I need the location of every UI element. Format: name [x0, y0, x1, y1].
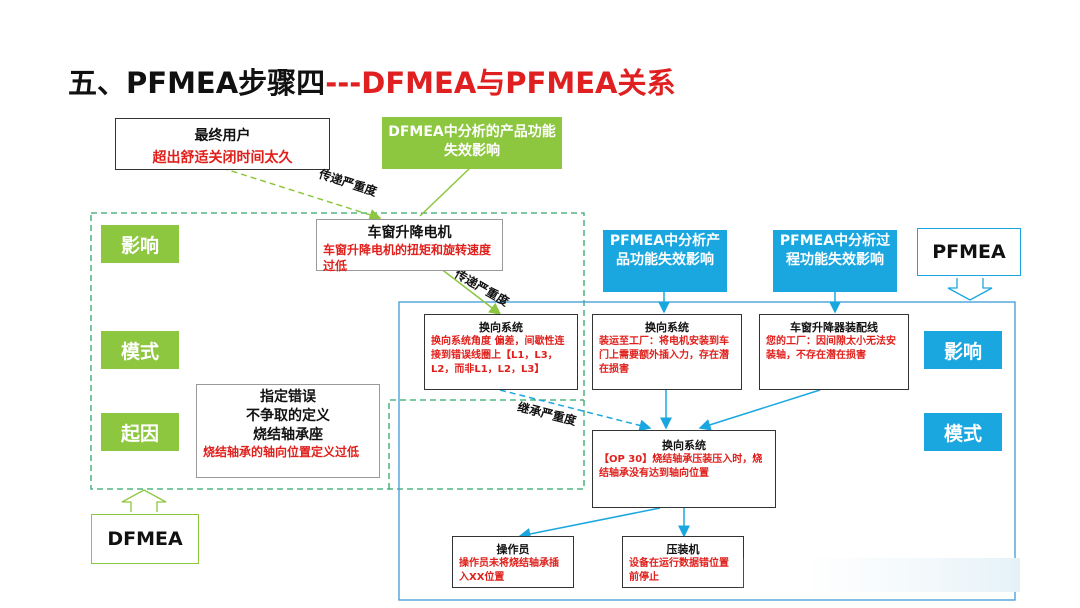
- steering-3-heading: 换向系统: [662, 439, 706, 452]
- pfmea-frame: [398, 301, 1016, 601]
- steering-2-text: 装运至工厂：将电机安装到车门上需要额外插入力，存在潜在损害: [599, 336, 729, 375]
- severity-line-2: [439, 267, 502, 315]
- assembly-line-text: 您的工厂：因间隙太小无法安装轴，不存在潜在损害: [766, 336, 896, 361]
- motor-text: 车窗升降电机的扭矩和旋转速度过低: [323, 243, 492, 273]
- end-user-box: 最终用户 超出舒适关闭时间太久: [115, 118, 330, 170]
- operator-heading: 操作员: [496, 543, 530, 556]
- design-error-box: 指定错误 不争取的定义 烧结轴承座 烧结轴承的轴向位置定义过低: [196, 384, 380, 478]
- pfmea-process-box: PFMEA中分析过程功能失效影响: [773, 230, 897, 292]
- right-mode-label: 模式: [924, 413, 1002, 451]
- assembly-to-steering3: [698, 389, 821, 431]
- steering1-to-steering3: [499, 389, 652, 432]
- left-mode-label: 模式: [101, 331, 179, 369]
- left-effect-label: 影响: [101, 225, 179, 263]
- end-user-heading: 最终用户: [194, 128, 251, 144]
- design-error-line-1: 指定错误: [260, 389, 316, 405]
- design-error-text: 烧结轴承的轴向位置定义过低: [203, 445, 360, 459]
- page-title: 五、PFMEA步骤四---DFMEA与PFMEA关系: [68, 60, 675, 102]
- assembly-line-box: 车窗升降器装配线 您的工厂：因间隙太小无法安装轴，不存在潜在损害: [759, 314, 909, 390]
- end-user-text: 超出舒适关闭时间太久: [152, 150, 293, 166]
- design-error-line-3: 烧结轴承座: [253, 427, 323, 443]
- pfmea-tag: PFMEA: [917, 228, 1021, 276]
- title-main: 五、PFMEA步骤四: [68, 66, 326, 100]
- steering-box-3: 换向系统 【OP 30】烧结轴承压装压入时，烧结轴承没有达到轴向位置: [592, 430, 776, 508]
- right-effect-label: 影响: [924, 331, 1002, 369]
- design-error-line-2: 不争取的定义: [246, 408, 330, 424]
- dfmea-tag: DFMEA: [91, 514, 199, 564]
- dfmea-up-arrow: [121, 489, 167, 512]
- steering-3-text: 【OP 30】烧结轴承压装压入时，烧结轴承没有达到轴向位置: [599, 454, 763, 479]
- press-heading: 压装机: [666, 543, 700, 556]
- pfmea-product-box: PFMEA中分析产品功能失效影响: [603, 230, 727, 292]
- pfmea-down-arrow: [947, 278, 993, 301]
- steering-box-1: 换向系统 换向系统角度 偏差，间歇性连接到错误线圈上【L1，L3，L2，而非L1…: [424, 314, 578, 390]
- steering-1-text: 换向系统角度 偏差，间歇性连接到错误线圈上【L1，L3，L2，而非L1，L2，L…: [431, 336, 565, 375]
- steering-box-2: 换向系统 装运至工厂：将电机安装到车门上需要额外插入力，存在潜在损害: [592, 314, 742, 390]
- fade-overlay: [735, 558, 1020, 592]
- press-box: 压装机 设备在运行数据错位置前停止: [622, 536, 744, 588]
- motor-heading: 车窗升降电机: [367, 225, 452, 241]
- motor-box: 车窗升降电机 车窗升降电机的扭矩和旋转速度过低: [316, 219, 503, 273]
- press-text: 设备在运行数据错位置前停止: [629, 558, 729, 583]
- steering3-to-operator: [518, 507, 661, 540]
- steering-2-heading: 换向系统: [645, 321, 689, 334]
- severity-line-1: [221, 167, 382, 221]
- operator-text: 操作员未将烧结轴承插入XX位置: [459, 558, 559, 583]
- dfmea-product-effect-box: DFMEA中分析的产品功能失效影响: [382, 117, 562, 169]
- title-sub: ---DFMEA与PFMEA关系: [325, 66, 676, 100]
- dfmea-to-motor: [419, 167, 471, 217]
- steering-1-heading: 换向系统: [479, 321, 523, 334]
- left-cause-label: 起因: [101, 413, 179, 451]
- operator-box: 操作员 操作员未将烧结轴承插入XX位置: [452, 536, 574, 588]
- dfmea-frame: [90, 212, 585, 490]
- assembly-line-heading: 车窗升降器装配线: [790, 321, 878, 334]
